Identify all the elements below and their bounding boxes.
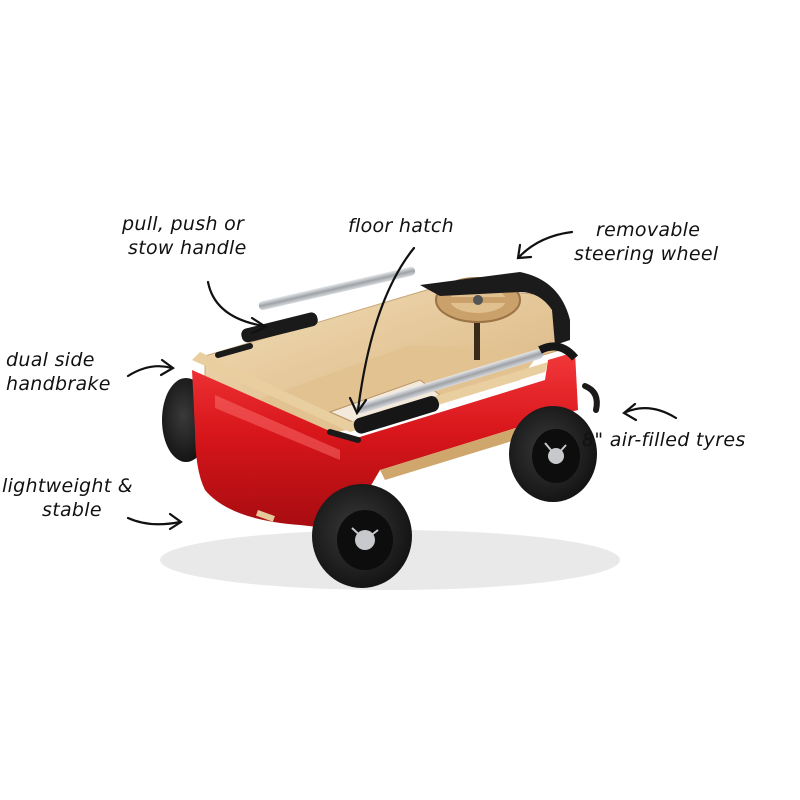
annotation-pull-handle: pull, push or stow handle [122,212,247,260]
arrow-lightweight [126,516,182,526]
top-rail-back [241,266,416,343]
annotation-pull-handle-line2: stow handle [128,237,247,259]
arrow-tyres [624,407,678,420]
arrow-floor-hatch [356,246,416,412]
arrow-handbrake [126,365,174,378]
annotation-handbrake-line2: handbrake [6,373,111,395]
annotation-floor-hatch: floor hatch [348,214,454,238]
wagon-base-strip [380,418,548,480]
annotation-lightweight-line2: stable [42,499,102,521]
annotation-tyres: 8" air-filled tyres [582,428,746,452]
top-rim-far [420,272,570,345]
arrow-steering-wheel [518,230,574,258]
body-highlight [215,395,340,460]
annotation-lightweight-line1: lightweight & [2,475,133,497]
side-rail-front [353,342,579,434]
annotation-lightweight: lightweight & stable [2,474,133,522]
handbrake-levers [215,343,600,443]
wagon-body-red [192,352,578,530]
annotation-arrows [126,230,678,531]
arrow-pull-handle [206,280,266,328]
front-left-wheel [312,484,412,588]
annotation-steering-wheel-line2: steering wheel [574,243,719,265]
annotation-floor-hatch-line1: floor hatch [348,215,454,237]
steering-column [474,300,480,360]
annotation-steering-wheel-line1: removable [596,219,701,241]
brand-plate [255,510,275,522]
annotation-pull-handle-line1: pull, push or [122,213,245,235]
annotation-steering-wheel: removable steering wheel [574,218,718,266]
annotation-handbrake: dual side handbrake [6,348,111,396]
front-right-wheel [509,406,597,502]
annotation-handbrake-line1: dual side [6,349,95,371]
annotation-tyres-line1: 8" air-filled tyres [582,429,746,451]
